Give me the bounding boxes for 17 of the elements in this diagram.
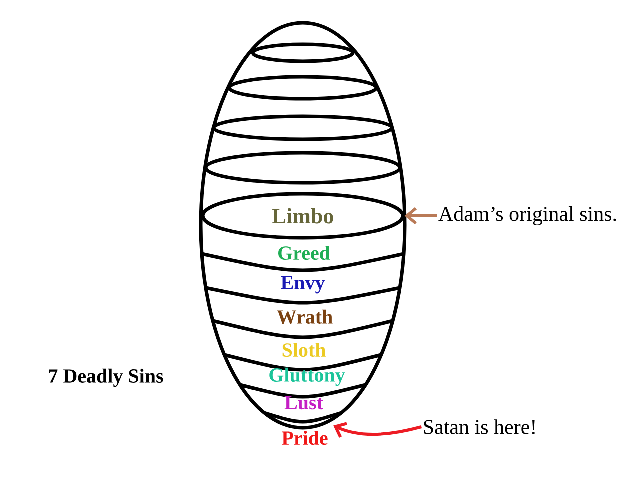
label-text: 7 Deadly Sins	[49, 368, 164, 388]
level-label: Sloth	[282, 342, 326, 358]
ring-ellipse	[212, 114, 394, 142]
level-label: Gluttony	[270, 368, 346, 386]
level-label: Wrath	[277, 310, 333, 324]
ring-ellipse	[228, 75, 378, 101]
annotation-text: Satan is here!	[424, 420, 535, 434]
ring-ellipse	[204, 151, 402, 185]
level-label: Envy	[281, 276, 326, 294]
oval-outline	[199, 21, 407, 430]
ring-ellipse	[251, 42, 355, 64]
level-label: Lust	[284, 396, 324, 410]
level-label: Greed	[278, 246, 330, 260]
arrow	[404, 207, 438, 225]
level-label: Pride	[282, 430, 328, 446]
arrow	[334, 422, 422, 438]
annotation-text: Adam’s original sins.	[438, 206, 616, 226]
